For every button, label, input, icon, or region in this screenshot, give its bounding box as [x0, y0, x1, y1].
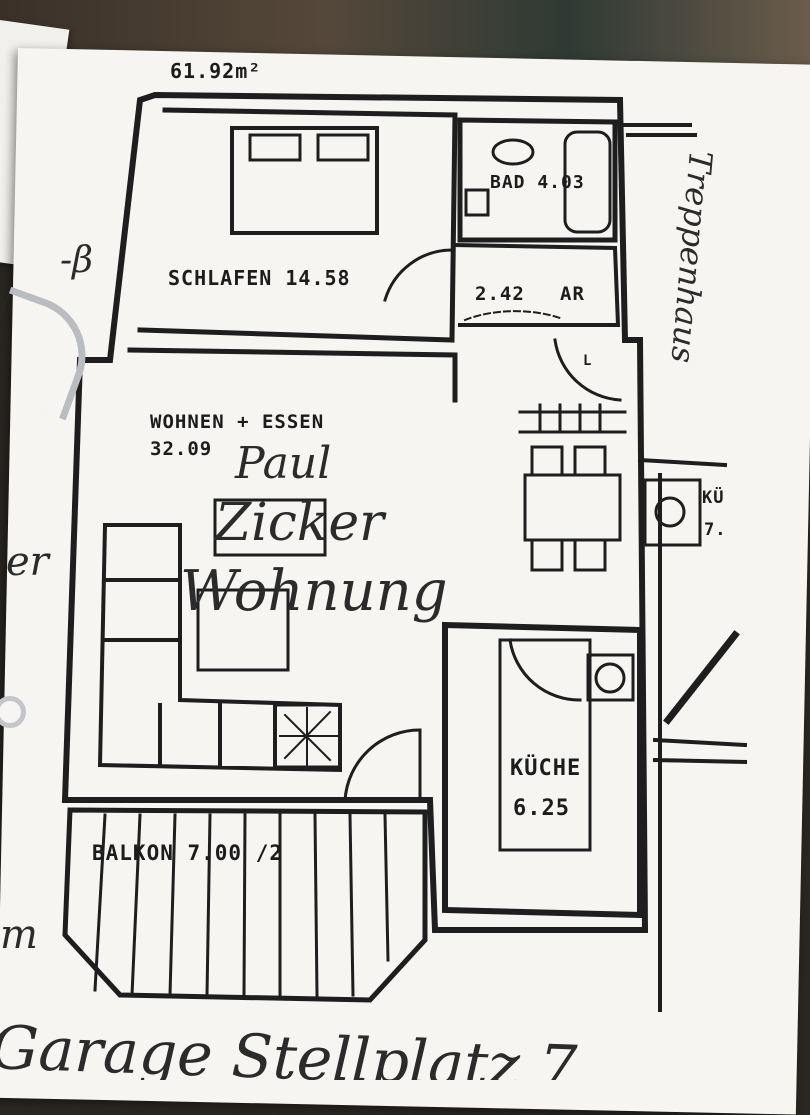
room-label-flur: 2.42: [475, 283, 525, 305]
outer-wall: [61, 91, 649, 933]
handwritten-left-beta: -β: [60, 240, 93, 281]
inner-wall-bath: [457, 117, 618, 243]
dining-table: [523, 473, 622, 542]
door-mark: L: [583, 353, 592, 369]
room-label-balkon: BALKON 7.00 /2: [92, 841, 283, 865]
handwritten-name-line3: Wohnung: [180, 559, 448, 624]
sink: [464, 188, 490, 217]
plant-leaves: [279, 707, 339, 766]
door-bedroom: [383, 248, 454, 302]
room-label-bad: BAD 4.03: [490, 172, 585, 193]
inner-wall-hall: [452, 242, 621, 327]
plant: [273, 703, 342, 769]
room-label-wohnen: WOHNEN + ESSEN: [150, 411, 324, 433]
door-balcony: [343, 728, 422, 802]
handwritten-treppenhaus: Treppenhaus: [663, 149, 719, 364]
coffee-table: [196, 588, 290, 672]
neighbor-kitchen: [643, 478, 702, 547]
stairwell-wall: [623, 123, 748, 1012]
handwritten-name-line2: Zicker: [213, 493, 387, 553]
handwritten-bottom-note: Garage Stellplatz 7: [0, 1013, 579, 1080]
balcony-slats: [93, 813, 390, 997]
bed: [230, 126, 379, 235]
bathtub: [563, 130, 612, 234]
kitchen-counter: [498, 638, 592, 852]
floorplan-drawing: 61.92m² SCHLAFEN 14.58 BAD 4.03 2.42 AR …: [0, 59, 748, 1080]
door-kitchen: [508, 638, 582, 702]
toilet: [491, 138, 535, 166]
chair: [530, 445, 564, 477]
pillow-right: [316, 133, 370, 162]
handwritten-name-line1: Paul: [234, 438, 331, 489]
kitchen-stove: [586, 653, 635, 702]
inner-wall-living: [127, 347, 458, 403]
radiator: [518, 403, 627, 434]
chair: [573, 445, 607, 477]
stove-burner: [594, 662, 626, 694]
handwritten-left-m: m: [0, 912, 38, 958]
handwritten-left-er: er: [6, 539, 52, 585]
pillow-left: [248, 133, 302, 162]
chair: [573, 538, 607, 572]
side-table: [213, 498, 327, 557]
inner-wall-bedroom: [137, 107, 458, 343]
balcony-outline: [62, 807, 428, 1003]
chair: [530, 538, 564, 572]
neighbor-label-kue: KÜ: [702, 486, 724, 508]
neighbor-label-num: 7.: [704, 520, 726, 540]
neighbor-wall-diagonal: [663, 630, 740, 725]
room-label-schlafen: SCHLAFEN 14.58: [168, 266, 351, 290]
room-area-wohnen: 32.09: [150, 438, 212, 460]
neighbor-stove-burner: [654, 496, 686, 528]
room-label-kueche: KÜCHE: [510, 755, 581, 781]
kitchen-wall: [442, 621, 643, 919]
room-area-kueche: 6.25: [513, 796, 570, 821]
door-entry: [553, 338, 622, 402]
door-hall: [463, 310, 562, 322]
binder-hole-icon: [0, 696, 26, 728]
room-label-ar: AR: [560, 283, 585, 305]
top-dimension-label: 61.92m²: [170, 59, 261, 83]
